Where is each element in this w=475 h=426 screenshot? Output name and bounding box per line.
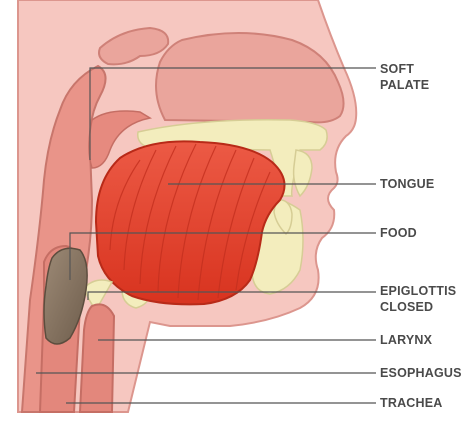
label-epiglottis-line2: CLOSED bbox=[380, 300, 433, 315]
label-esophagus: ESOPHAGUS bbox=[380, 366, 462, 381]
label-food: FOOD bbox=[380, 226, 417, 241]
label-tongue: TONGUE bbox=[380, 177, 434, 192]
label-soft-palate-line1: SOFT bbox=[380, 62, 414, 77]
label-larynx: LARYNX bbox=[380, 333, 432, 348]
label-trachea: TRACHEA bbox=[380, 396, 443, 411]
label-soft-palate-line2: PALATE bbox=[380, 78, 429, 93]
larynx-trachea bbox=[80, 304, 114, 412]
label-epiglottis-line1: EPIGLOTTIS bbox=[380, 284, 456, 299]
